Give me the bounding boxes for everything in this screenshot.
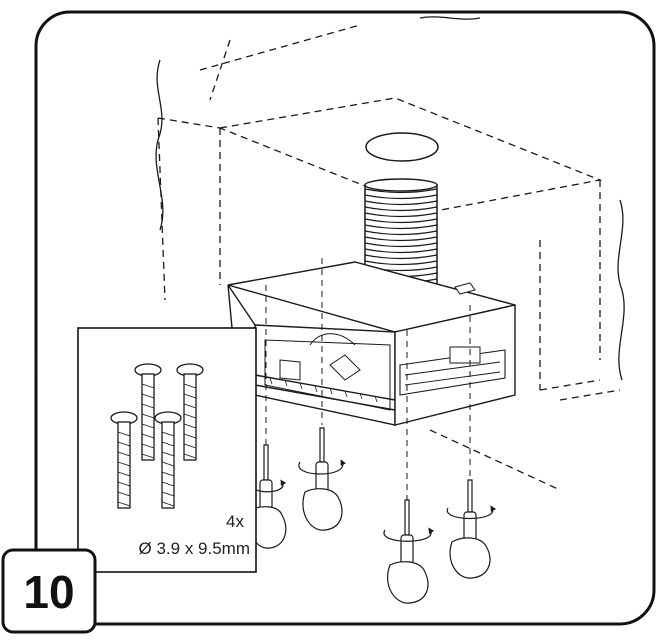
- screwdriver-group-1: [248, 444, 287, 549]
- step-number: 10: [23, 566, 74, 618]
- screwdriver-group-4: [446, 479, 497, 579]
- screw-icon: [176, 363, 204, 461]
- hand-icon: [449, 537, 491, 579]
- screw-quantity-label: 4x: [226, 512, 244, 531]
- screw-icon: [154, 411, 182, 509]
- rotation-arrow-icon: [383, 527, 435, 542]
- screwdriver-group-2: [298, 427, 347, 531]
- screws-inset: 4x Ø 3.9 x 9.5mm: [77, 327, 257, 573]
- screwdriver-icon: [263, 444, 269, 481]
- hand-icon: [387, 561, 429, 604]
- rotation-arrow-icon: [298, 459, 347, 475]
- screw-guide-lines: [265, 258, 471, 500]
- screw-size-label: Ø 3.9 x 9.5mm: [139, 539, 250, 558]
- screw-icon: [110, 411, 138, 509]
- hand-icon: [302, 488, 343, 531]
- rotation-arrow-icon: [446, 505, 497, 520]
- step-number-badge: 10: [1, 548, 97, 634]
- screwdriver-icon: [404, 499, 410, 536]
- screw-icon: [134, 363, 162, 461]
- screwdriver-icon: [467, 479, 473, 513]
- wall-cut-lines: [155, 16, 625, 381]
- screwdriver-icon: [319, 427, 325, 463]
- screwdriver-group-3: [383, 499, 435, 604]
- ceiling-duct-opening: [365, 132, 439, 162]
